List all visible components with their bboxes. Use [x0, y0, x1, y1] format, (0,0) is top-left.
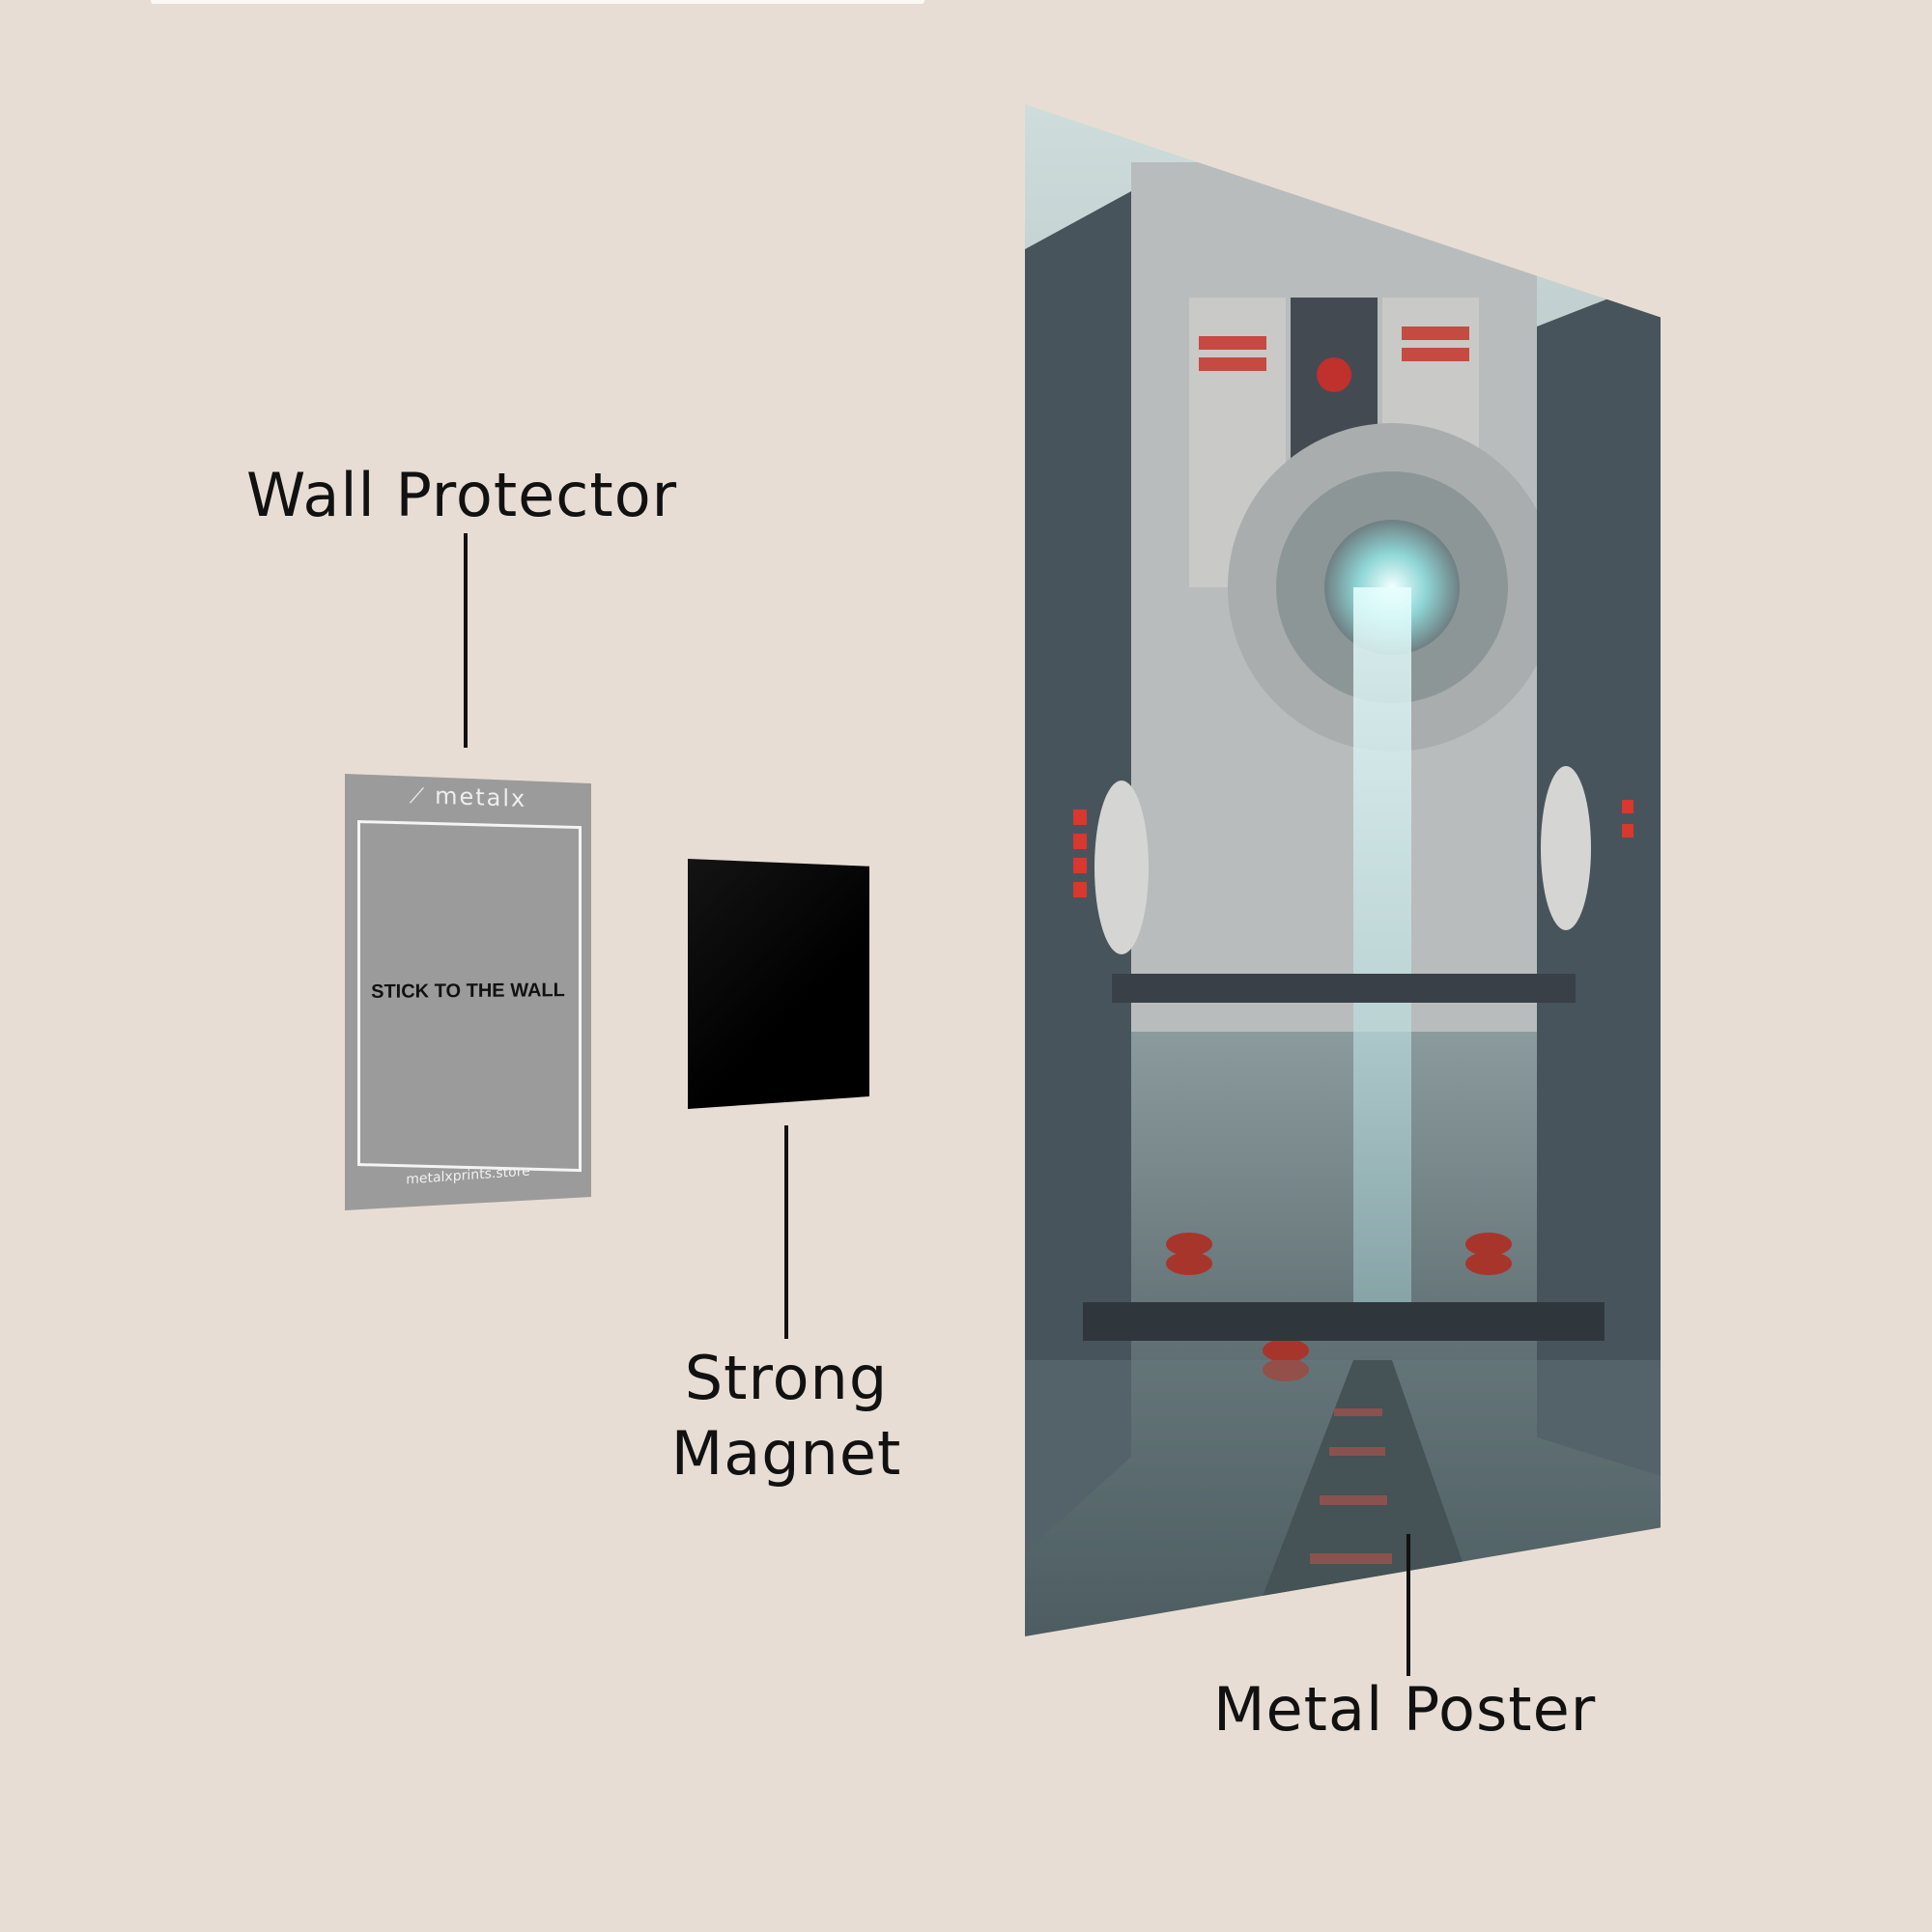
wall-protector-label: Wall Protector — [246, 460, 678, 530]
strong-magnet-label: Strong Magnet — [593, 1341, 980, 1492]
strong-magnet-label-line1: Strong — [684, 1343, 889, 1413]
sci-fi-city-illustration — [1025, 104, 1661, 1636]
top-strip-divider — [151, 0, 924, 4]
metal-poster-label: Metal Poster — [1213, 1674, 1597, 1745]
stick-instruction: STICK TO THE WALL — [371, 980, 565, 1003]
logo-slash-icon: ⟋ — [409, 783, 436, 810]
wall-protector-card: ⟋ metalx STICK TO THE WALL metalxprints.… — [345, 774, 591, 1210]
magnet-pointer-line — [784, 1125, 788, 1339]
strong-magnet — [688, 859, 869, 1109]
metal-poster-artwork — [1025, 104, 1661, 1636]
metalx-logo: ⟋ metalx — [345, 780, 591, 815]
logo-text: metalx — [435, 781, 527, 813]
poster-pointer-line — [1406, 1534, 1410, 1676]
strong-magnet-label-line2: Magnet — [670, 1418, 902, 1489]
wall-protector-pointer-line — [464, 533, 468, 748]
